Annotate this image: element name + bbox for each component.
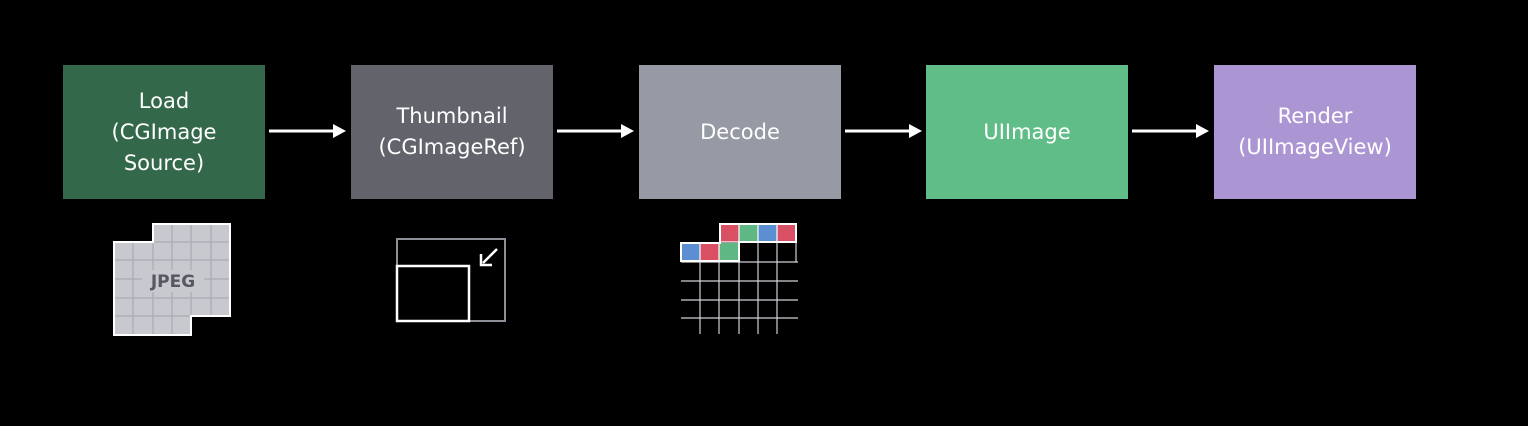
arrow-right-icon [1132, 124, 1209, 138]
decoded-pixel-grid-icon [680, 223, 798, 334]
stage-thumbnail-label-line-1: Thumbnail [396, 104, 508, 128]
arrow-right-icon [557, 124, 634, 138]
stage-load-label-line-1: Load [138, 88, 190, 113]
stage-uiimage-label: UIImage [983, 117, 1070, 148]
stage-decode-box: Decode [639, 65, 841, 199]
stage-decode-label: Decode [700, 117, 780, 148]
stage-render-label-line-1: Render [1277, 104, 1353, 128]
arrow-right-icon [269, 124, 346, 138]
jpeg-label: JPEG [150, 272, 195, 292]
stage-load-label-line-2: (CGImage [111, 119, 217, 144]
stage-load-label-line-3: Source) [123, 150, 205, 175]
stage-uiimage-label-line-1: UIImage [983, 119, 1071, 144]
stage-load-label: Load (CGImage Source) [112, 86, 217, 179]
stage-thumbnail-label: Thumbnail (CGImageRef) [378, 101, 525, 163]
stage-load-box: Load (CGImage Source) [63, 65, 265, 199]
stage-thumbnail-box: Thumbnail (CGImageRef) [351, 65, 553, 199]
thumbnail-shrink-icon [395, 238, 506, 323]
stage-render-label-line-2: (UIImageView) [1238, 135, 1392, 159]
stage-render-label: Render (UIImageView) [1238, 101, 1392, 163]
stage-thumbnail-label-line-2: (CGImageRef) [378, 135, 526, 159]
arrow-right-icon [845, 124, 922, 138]
stage-render-box: Render (UIImageView) [1214, 65, 1416, 199]
stage-decode-label-line-1: Decode [700, 119, 780, 144]
stage-uiimage-box: UIImage [926, 65, 1128, 199]
jpeg-file-grid-icon: JPEG [113, 223, 231, 336]
